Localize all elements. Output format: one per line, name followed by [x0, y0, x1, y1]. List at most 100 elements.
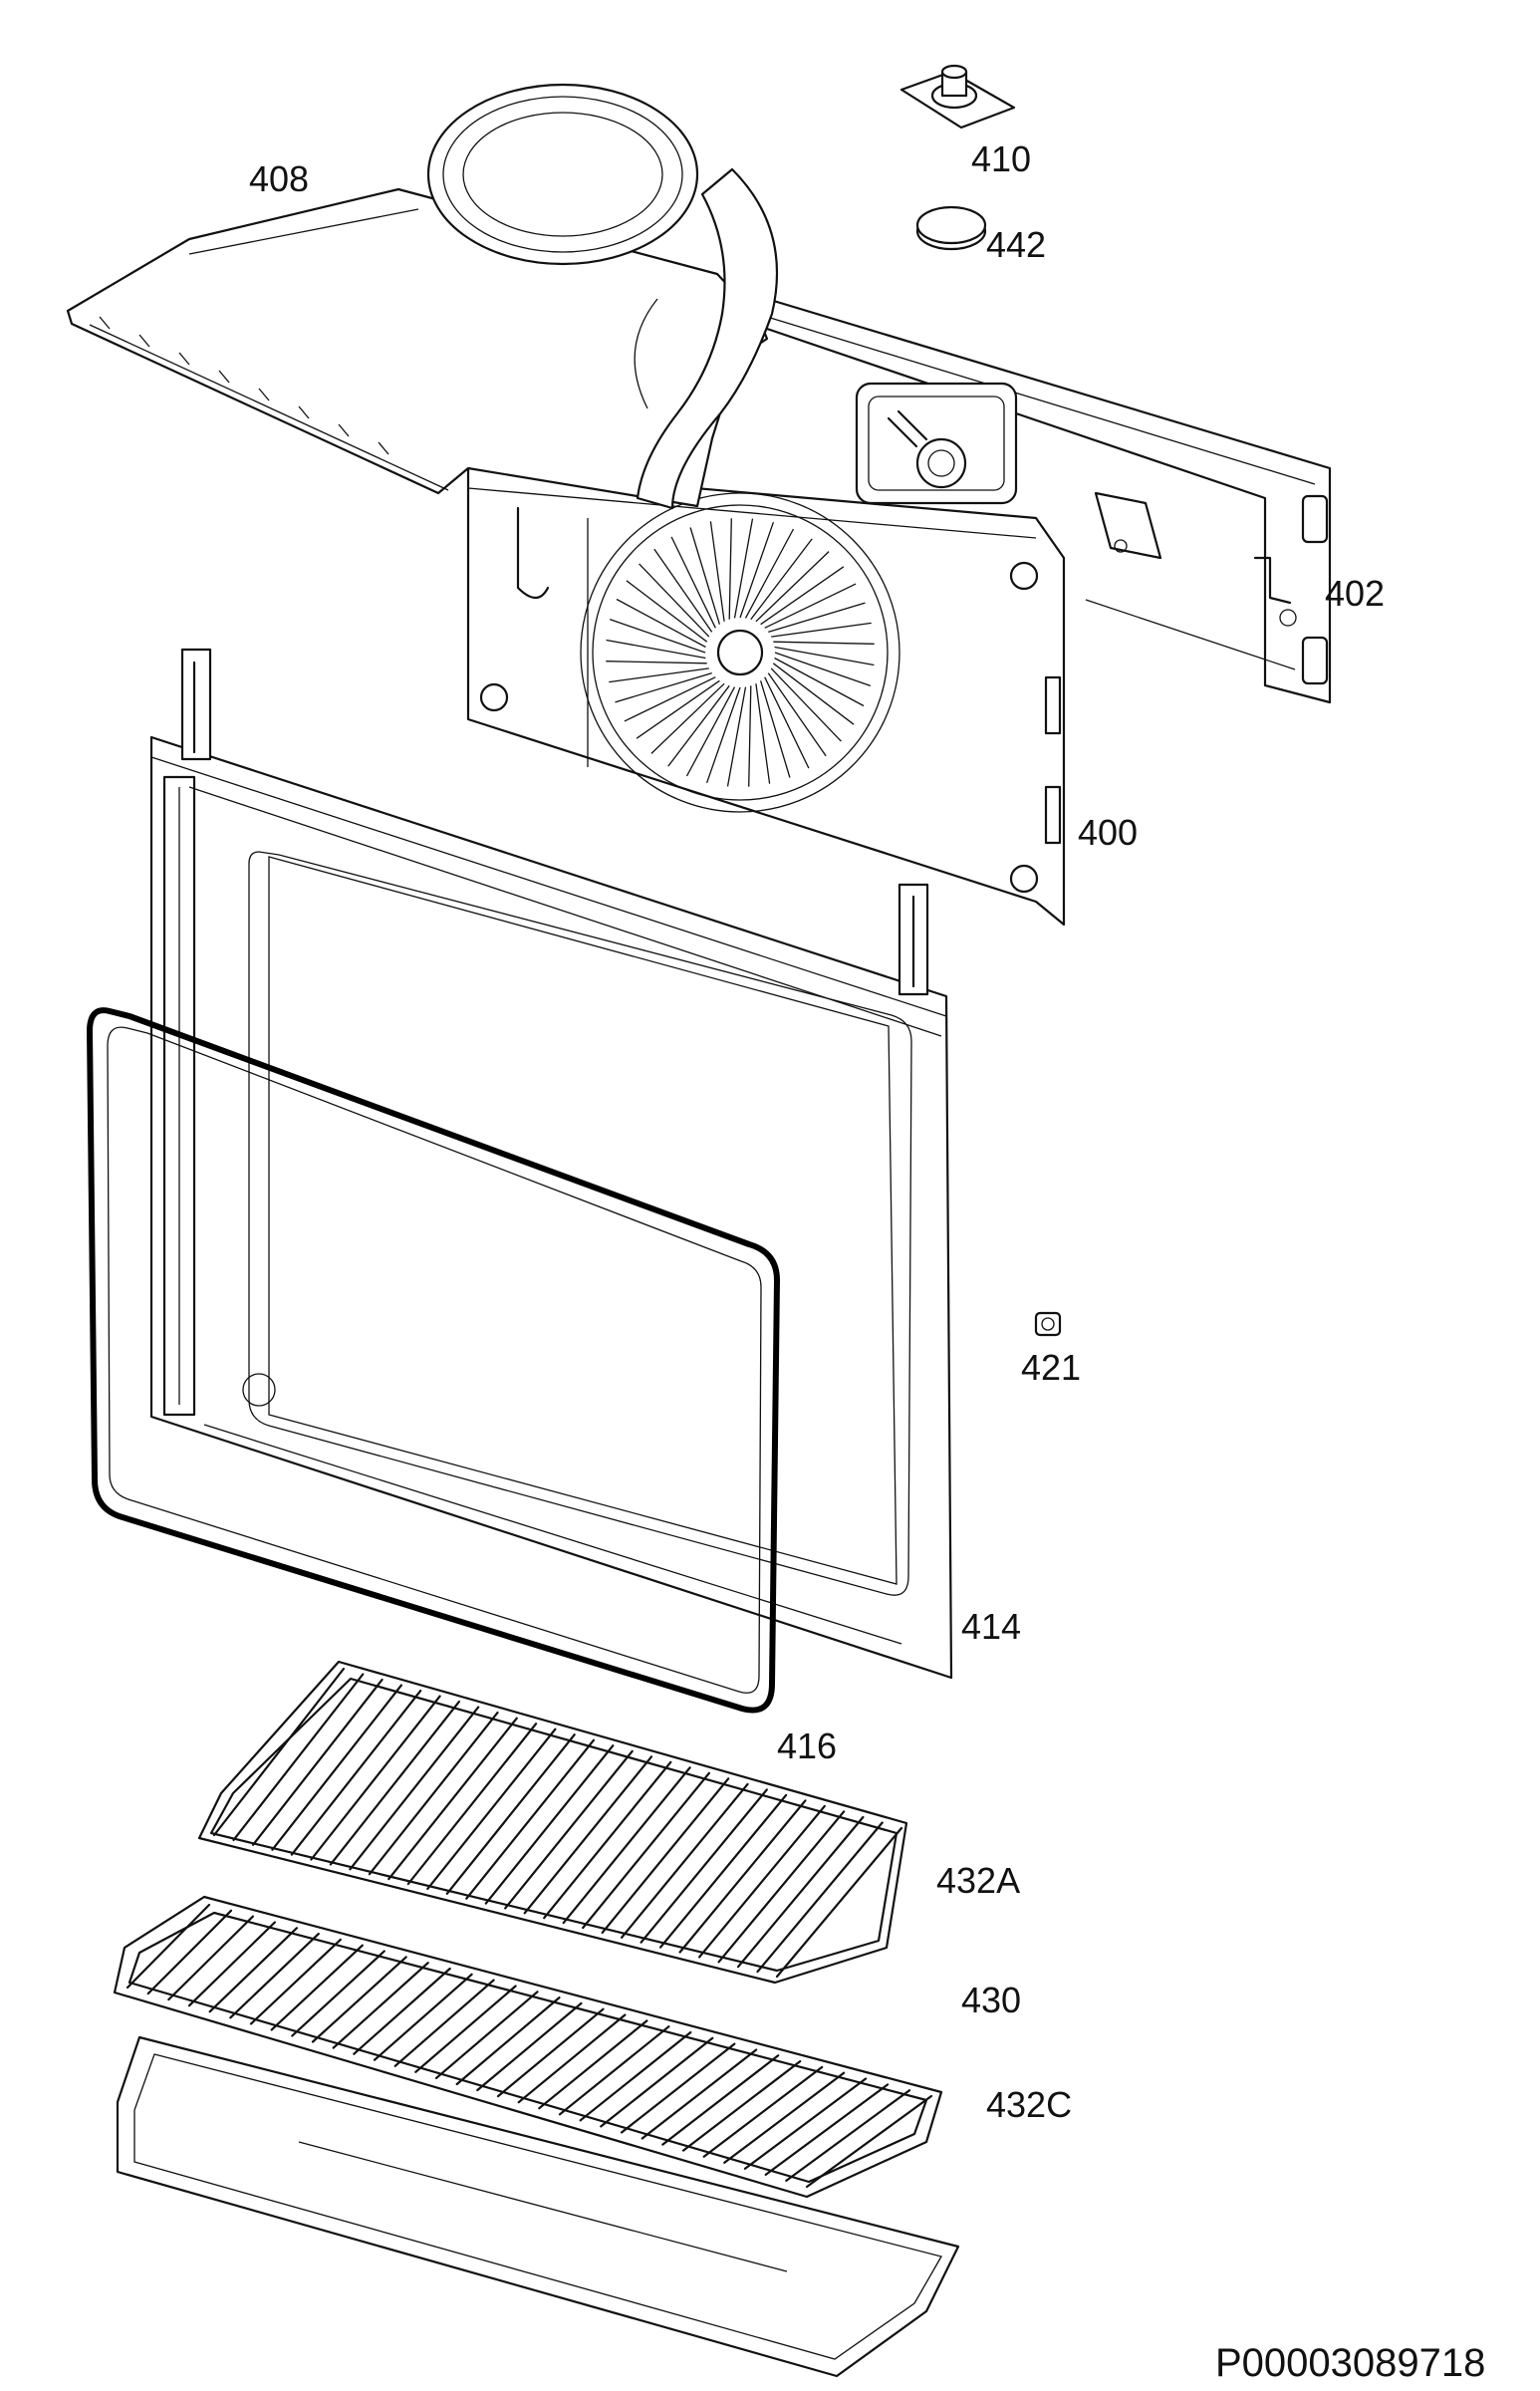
fan-slot	[750, 538, 813, 621]
rack-bar	[523, 1755, 653, 1915]
rack-bar	[582, 1771, 711, 1930]
grid-bar	[579, 2030, 692, 2122]
grid-bar	[743, 2077, 868, 2170]
fan-slot	[609, 667, 709, 683]
grid-bar	[538, 2019, 648, 2110]
door-gasket-part	[87, 1007, 780, 1714]
grid-bar	[126, 1903, 211, 1990]
fan-slot	[624, 676, 716, 722]
lamp-cover-part	[915, 205, 987, 251]
rack-bar	[329, 1700, 460, 1866]
fan-slot	[670, 536, 716, 629]
rack-bar	[562, 1766, 691, 1925]
fan-slot	[739, 521, 775, 619]
fan-slot	[609, 618, 706, 654]
fan-slot	[772, 663, 855, 725]
fan-slot	[755, 551, 830, 623]
rack-bar	[212, 1667, 346, 1837]
fan-slot	[767, 672, 827, 757]
fan-slot	[774, 652, 872, 687]
rack-bar	[717, 1810, 846, 1964]
rack-bar	[640, 1788, 768, 1944]
rack-bar	[601, 1777, 730, 1935]
grid-bar	[393, 1979, 495, 2067]
fan-slot	[759, 680, 791, 778]
grill-grid-part	[113, 1895, 943, 2199]
fan-slot	[616, 598, 706, 649]
fan-slot	[650, 682, 725, 754]
fan-slot	[705, 686, 741, 784]
grid-bar	[620, 2042, 736, 2134]
grid-bar	[496, 2007, 605, 2098]
fan-slot	[653, 548, 713, 633]
fan-slot	[615, 671, 712, 703]
grid-bar	[723, 2071, 846, 2164]
rack-bar	[406, 1723, 538, 1886]
back-panel-part	[466, 382, 1066, 927]
wire-rack-part	[197, 1660, 908, 1985]
rack-bar	[543, 1760, 672, 1920]
rack-bar	[251, 1678, 384, 1846]
rack-bar	[678, 1799, 807, 1954]
grid-bar	[476, 2001, 583, 2092]
rear-rail-part	[765, 297, 1332, 704]
grid-bar	[167, 1915, 254, 2001]
rack-bar	[504, 1749, 634, 1910]
rack-bar	[232, 1673, 365, 1842]
fan-slot	[726, 686, 747, 787]
fan-slot	[773, 641, 875, 645]
clip-part	[1034, 1311, 1062, 1337]
fan-slot	[636, 679, 720, 739]
fan-slot	[728, 518, 732, 620]
door-frame-part	[149, 648, 953, 1680]
grid-bar	[661, 2054, 780, 2146]
rack-bar	[658, 1793, 788, 1949]
rack-bar	[271, 1684, 402, 1851]
grid-bar	[455, 1995, 561, 2086]
rack-bar	[368, 1711, 499, 1876]
callout-408: 408	[249, 158, 309, 199]
fan-slot	[685, 686, 736, 777]
grid-bar	[434, 1991, 539, 2079]
grid-bar	[764, 2083, 890, 2176]
fan-slot	[764, 583, 857, 629]
grid-bar	[332, 1962, 429, 2049]
callout-416: 416	[777, 1726, 837, 1766]
rack-bar	[426, 1727, 557, 1891]
rack-bar	[290, 1689, 422, 1856]
callout-414: 414	[961, 1606, 1021, 1647]
rack-bar	[697, 1804, 826, 1959]
rack-bar	[484, 1744, 615, 1905]
callout-400: 400	[1078, 812, 1138, 853]
callout-421: 421	[1021, 1347, 1081, 1388]
fan-slot	[667, 684, 730, 767]
callout-410: 410	[971, 138, 1031, 179]
grid-bar	[146, 1909, 233, 1995]
grid-bar	[805, 2094, 933, 2189]
fan-slot	[733, 518, 754, 619]
drawing-code: P00003089718	[1215, 2341, 1485, 2385]
fan-slot	[744, 528, 795, 619]
grid-bar	[187, 1921, 276, 2007]
grid-bar	[229, 1932, 320, 2019]
callout-430: 430	[961, 1980, 1021, 2020]
grid-bar	[373, 1973, 473, 2061]
fan-slot	[768, 602, 866, 634]
rack-bar	[387, 1717, 518, 1881]
grid-bar	[600, 2036, 714, 2128]
fan-slot	[748, 685, 752, 787]
callout-432c: 432C	[986, 2084, 1072, 2125]
fan-slot	[774, 657, 865, 707]
grid-bar	[291, 1950, 385, 2037]
grid-bar	[785, 2089, 911, 2182]
bulb-holder-part	[899, 64, 1016, 130]
fan-slot	[606, 661, 707, 664]
fan-slot	[774, 646, 875, 666]
fan-slot	[689, 527, 721, 625]
rack-bar	[349, 1706, 480, 1871]
grid-bar	[270, 1944, 364, 2031]
rack-bar	[465, 1738, 596, 1900]
grid-bar	[414, 1985, 517, 2073]
callout-402: 402	[1325, 573, 1385, 614]
